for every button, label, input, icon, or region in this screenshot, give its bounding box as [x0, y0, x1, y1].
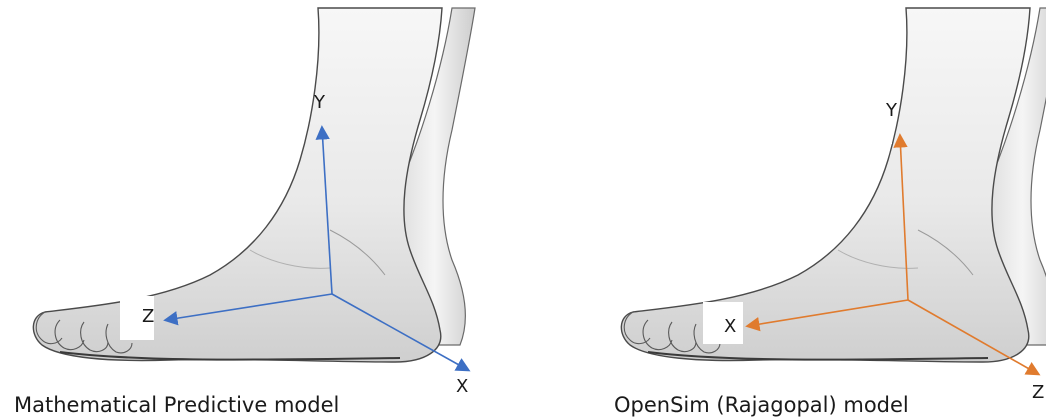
label-mask-right-x — [703, 302, 743, 344]
x-axis-label-right: X — [724, 316, 736, 337]
foot-illustration-left — [33, 8, 475, 362]
caption-right: OpenSim (Rajagopal) model — [614, 393, 909, 417]
y-axis-label-left: Y — [313, 92, 326, 113]
foot-illustration-right — [621, 8, 1046, 362]
panel-right: Y X Z OpenSim (Rajagopal) model — [614, 8, 1046, 417]
y-axis-label-right: Y — [885, 100, 898, 121]
caption-left: Mathematical Predictive model — [14, 393, 339, 417]
panel-left: Y Z X Mathematical Predictive model — [14, 8, 475, 417]
x-axis-label-left: X — [456, 376, 468, 397]
z-axis-label-left: Z — [142, 306, 154, 327]
z-axis-label-right: Z — [1032, 382, 1044, 403]
